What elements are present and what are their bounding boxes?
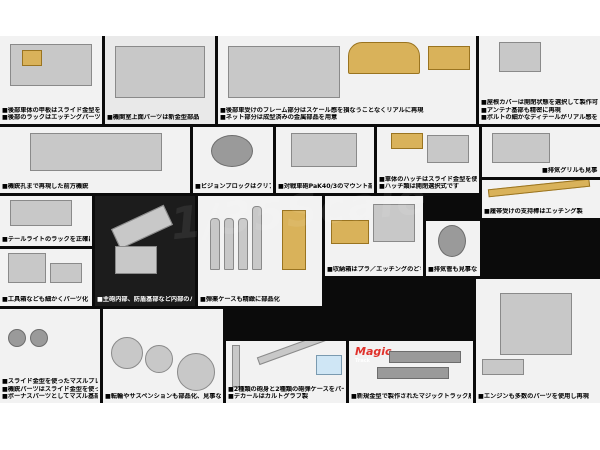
- ammo-rack-part: [282, 210, 306, 270]
- caption-exhaust-grill: ■排気グリルも見事に彫刻表現: [542, 167, 598, 175]
- caption-engine-deck: ■機関室上面パーツは新金型部品: [107, 114, 200, 122]
- front-mg-panel: ■機銃孔まで再現した前方機銃: [0, 127, 190, 193]
- hatch-etch-part: [391, 133, 423, 149]
- engine-part-2: [482, 359, 524, 375]
- caption-gun-internal: ■主砲内部、防盾基部など内部のパーツもリアルに再現: [97, 296, 193, 304]
- plastic-box-part: [373, 204, 415, 242]
- storage-box-panel: ■収納箱はプラ／エッチングのどちらかを選択して製作可能: [325, 196, 423, 276]
- track-support-part: [487, 180, 591, 198]
- engine-deck-part: [115, 46, 205, 98]
- caption-exhaust-pipe: ■排気管も見事なまでに抜き形式: [428, 266, 478, 274]
- engine-block-part: [500, 293, 572, 355]
- caption-engine: ■エンジンも多数のパーツを使用し再現: [478, 393, 589, 401]
- caption-rear-frame: ■後部車受けのフレーム部分はスケール感を損なうことなくリアルに再現 ■ネット部分…: [220, 106, 424, 122]
- exhaust-grill-part: [492, 133, 550, 163]
- road-wheel-3: [177, 353, 215, 391]
- exhaust-pipe-part: [438, 225, 466, 257]
- engine-panel: ■エンジンも多数のパーツを使用し再現: [476, 279, 600, 403]
- roof-cover-part: [499, 42, 541, 72]
- gun-barrel-panel: ■2種類の砲身と2種類の砲弾ケースをパーツ化 ■デカールはカルトグラフ製: [226, 341, 346, 403]
- hull-frame-part: [228, 46, 340, 98]
- caption-tool-box: ■工具箱なども細かくパーツ化: [2, 296, 89, 304]
- caption-storage-box: ■収納箱はプラ／エッチングのどちらかを選択して製作可能: [327, 266, 421, 274]
- road-wheel-panel: ■転輪やサスペンションも部品化、見事なディテール: [103, 309, 223, 403]
- tail-light-rack-part: [10, 200, 72, 226]
- decal-sheet: [316, 355, 342, 375]
- caption-road-wheel: ■転輪やサスペンションも部品化、見事なディテール: [105, 393, 221, 401]
- front-hull-part: [30, 133, 162, 171]
- tool-box-panel: ■工具箱なども細かくパーツ化: [0, 249, 92, 306]
- etched-rack-part: [22, 50, 42, 66]
- mesh-screen-part: [348, 42, 420, 74]
- muzzle-brake-panel: ■スライド金型を使ったマズルブレーキは、2種類のタイプから選択可能 ■機銃パーツ…: [0, 309, 100, 403]
- tool-box-part-2: [50, 263, 82, 283]
- hatch-part: [427, 135, 469, 163]
- ammo-shell-4: [252, 206, 262, 270]
- caption-vision-block: ■ビジョンブロックはクリアーパーツ製: [195, 183, 271, 191]
- road-wheel-1: [111, 337, 143, 369]
- gun-barrel-part: [232, 345, 240, 387]
- magic-track-panel: Magic Track ■新規金型で製作されたマジックトラック履帯: [349, 341, 473, 403]
- gun-internal-panel: ■主砲内部、防盾基部など内部のパーツもリアルに再現: [95, 196, 195, 306]
- pak40-mount-panel: ■対戦車砲PaK40/3のマウント部分も再現: [276, 127, 374, 193]
- gun-breech-part: [111, 204, 173, 250]
- caption-front-mg: ■機銃孔まで再現した前方機銃: [2, 183, 89, 191]
- muzzle-brake-part-2: [30, 329, 48, 347]
- track-support-panel: ■履帯受けの支持棒はエッチング製: [482, 180, 600, 218]
- hatch-panel: ■車体のハッチはスライド金型を使用したモールドディテールを再現 ■ハッチ類は開閉…: [377, 127, 479, 193]
- ammo-case-panel: ■弾薬ケースも精緻に部品化: [198, 196, 322, 306]
- tool-box-part: [8, 253, 46, 283]
- rear-frame-panel: ■後部車受けのフレーム部分はスケール感を損なうことなくリアルに再現 ■ネット部分…: [218, 36, 476, 124]
- ammo-shell-1: [210, 218, 220, 270]
- caption-track-support: ■履帯受けの支持棒はエッチング製: [484, 208, 583, 216]
- exhaust-grill-panel: ■排気グリルも見事に彫刻表現: [482, 127, 600, 177]
- caption-gun-barrel: ■2種類の砲身と2種類の砲弾ケースをパーツ化 ■デカールはカルトグラフ製: [228, 385, 344, 401]
- muzzle-brake-part: [8, 329, 26, 347]
- track-link-part: [389, 351, 461, 363]
- engine-deck-panel: ■機関室上面パーツは新金型部品: [105, 36, 215, 124]
- caption-rear-deck: ■後部車体の甲板はスライド金型を使って一体パーツ化 ■後部のラックはエッチングパ…: [2, 106, 100, 122]
- caption-muzzle-brake: ■スライド金型を使ったマズルブレーキは、2種類のタイプから選択可能 ■機銃パーツ…: [2, 378, 98, 401]
- caption-hatch: ■車体のハッチはスライド金型を使用したモールドディテールを再現 ■ハッチ類は開閉…: [379, 175, 477, 191]
- caption-magic-track: ■新規金型で製作されたマジックトラック履帯: [351, 393, 471, 401]
- magic-track-logo: Magic Track: [355, 345, 392, 364]
- road-wheel-2: [145, 345, 173, 373]
- track-link-part-2: [377, 367, 449, 379]
- pak40-mount-part: [291, 133, 357, 167]
- mesh-screen-part-2: [428, 46, 470, 70]
- gun-mount-part: [115, 246, 157, 274]
- vision-block-panel: ■ビジョンブロックはクリアーパーツ製: [193, 127, 273, 193]
- roof-cover-panel: ■屋根カバーは開閉状態を選択して製作可能 ■アンテナ基部も精密に再現 ■ボルトの…: [479, 36, 600, 124]
- product-feature-sheet: ■後部車体の甲板はスライド金型を使って一体パーツ化 ■後部のラックはエッチングパ…: [0, 36, 600, 403]
- ammo-shell-3: [238, 218, 248, 270]
- etched-box-part: [331, 220, 369, 244]
- caption-pak40-mount: ■対戦車砲PaK40/3のマウント部分も再現: [278, 183, 372, 191]
- exhaust-pipe-panel: ■排気管も見事なまでに抜き形式: [426, 221, 480, 276]
- ammo-shell-2: [224, 218, 234, 270]
- rear-deck-panel: ■後部車体の甲板はスライド金型を使って一体パーツ化 ■後部のラックはエッチングパ…: [0, 36, 102, 124]
- tail-light-panel: ■テールライトのラックを正確に再現: [0, 196, 92, 246]
- caption-roof-cover: ■屋根カバーは開閉状態を選択して製作可能 ■アンテナ基部も精密に再現 ■ボルトの…: [481, 99, 598, 122]
- caption-tail-light: ■テールライトのラックを正確に再現: [2, 236, 90, 244]
- vision-block-part: [211, 135, 253, 167]
- caption-ammo-case: ■弾薬ケースも精緻に部品化: [200, 296, 280, 304]
